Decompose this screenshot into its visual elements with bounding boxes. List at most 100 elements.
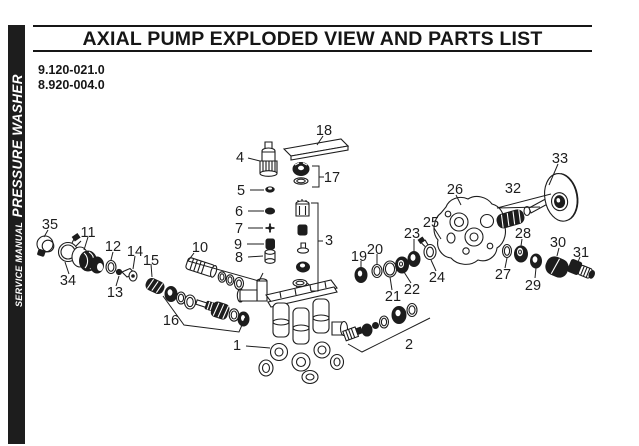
callout-9: 9 xyxy=(234,237,242,253)
part-27-oring xyxy=(503,245,512,258)
callout-6: 6 xyxy=(235,204,243,220)
model-numbers: 9.120-021.0 8.920-004.0 xyxy=(38,63,105,93)
part-30-cap xyxy=(543,254,570,279)
parts-layer xyxy=(37,139,597,384)
callout-14: 14 xyxy=(127,244,143,260)
leader-line-30 xyxy=(557,248,559,256)
callout-19: 19 xyxy=(351,249,367,265)
leader-line-28 xyxy=(521,239,522,246)
callout-10: 10 xyxy=(192,240,208,256)
callout-12: 12 xyxy=(105,239,121,255)
callout-29: 29 xyxy=(525,278,541,294)
side-tab: SERVICE MANUAL PRESSURE WASHER xyxy=(8,25,25,444)
part-15-spring xyxy=(144,277,165,295)
callout-8: 8 xyxy=(235,250,243,266)
leader-line-17 xyxy=(312,166,319,187)
callout-28: 28 xyxy=(515,226,531,242)
leader-line-21 xyxy=(390,277,392,290)
leader-line-12 xyxy=(111,252,113,260)
callout-7: 7 xyxy=(235,221,243,237)
callout-23: 23 xyxy=(404,226,420,242)
leader-line-16 xyxy=(163,296,245,332)
callout-21: 21 xyxy=(385,289,401,305)
part-1-manifold xyxy=(237,279,347,384)
callout-20: 20 xyxy=(367,242,383,258)
callout-30: 30 xyxy=(550,235,566,251)
leader-lines xyxy=(44,136,580,352)
leader-line-32 xyxy=(497,194,551,208)
leader-line-34 xyxy=(65,262,69,274)
part-21-oring xyxy=(384,261,397,277)
leader-line-31 xyxy=(578,257,580,262)
callout-2: 2 xyxy=(405,337,413,353)
part-3-valve-stack xyxy=(296,199,310,289)
leader-line-29 xyxy=(535,268,536,278)
leader-line-26 xyxy=(456,195,461,205)
callout-33: 33 xyxy=(552,151,568,167)
callout-25: 25 xyxy=(423,215,439,231)
part-31-outlet-fitting xyxy=(567,259,596,281)
callout-32: 32 xyxy=(505,181,521,197)
callout-22: 22 xyxy=(404,282,420,298)
leader-line-11 xyxy=(84,237,88,250)
part-12-oring xyxy=(106,261,116,274)
part-19-seal xyxy=(355,268,367,283)
leader-line-33 xyxy=(549,164,558,185)
part-24-circlip xyxy=(418,237,436,259)
part-29-seal-cup xyxy=(531,254,542,268)
header-rule-bottom xyxy=(33,50,592,52)
part-33-swash-disc xyxy=(541,171,582,224)
leader-line-1 xyxy=(246,346,270,348)
callout-26: 26 xyxy=(447,182,463,198)
part-7-pin xyxy=(266,224,275,233)
leader-line-15 xyxy=(151,264,152,277)
leader-line-25 xyxy=(434,228,441,239)
callout-27: 27 xyxy=(495,267,511,283)
part-8-sleeve xyxy=(265,250,275,264)
model-number-1: 9.120-021.0 xyxy=(38,63,105,77)
part-17-nut-washer xyxy=(293,163,309,185)
callout-1: 1 xyxy=(233,338,241,354)
leader-line-35 xyxy=(44,230,48,237)
callout-3: 3 xyxy=(325,233,333,249)
part-5-nut xyxy=(266,187,274,192)
part-23-seal xyxy=(408,252,420,267)
leader-line-3 xyxy=(311,203,318,291)
leader-line-27 xyxy=(505,258,507,268)
callout-24: 24 xyxy=(429,270,445,286)
callout-31: 31 xyxy=(573,245,589,261)
callout-35: 35 xyxy=(42,217,58,233)
part-11-coupling xyxy=(72,247,104,273)
leader-line-2 xyxy=(348,318,430,352)
callout-34: 34 xyxy=(60,273,76,289)
page-title: AXIAL PUMP EXPLODED VIEW AND PARTS LIST xyxy=(82,28,543,50)
leader-line-8 xyxy=(248,256,263,257)
part-2-unloader-kit xyxy=(343,304,417,341)
leader-line-18 xyxy=(317,136,323,145)
part-9-plug xyxy=(266,239,275,249)
part-35-cap xyxy=(37,236,54,256)
part-20-oring xyxy=(372,265,382,278)
leader-line-4 xyxy=(248,158,260,161)
part-22-bearing xyxy=(396,257,409,273)
part-16-pump-kit xyxy=(165,287,249,327)
leader-line-24 xyxy=(431,260,436,271)
callout-17: 17 xyxy=(324,170,340,186)
part-4-fitting xyxy=(260,142,277,176)
callout-13: 13 xyxy=(107,285,123,301)
leader-line-10 xyxy=(188,253,263,281)
callout-18: 18 xyxy=(316,123,332,139)
callout-11: 11 xyxy=(80,225,95,241)
header-rule-top xyxy=(33,25,592,27)
callout-5: 5 xyxy=(237,183,245,199)
callout-15: 15 xyxy=(143,253,159,269)
callout-4: 4 xyxy=(236,150,244,166)
leader-line-13 xyxy=(116,276,119,286)
part-28-seal-cup xyxy=(515,246,528,262)
leader-line-22 xyxy=(404,272,411,283)
part-14-thermal-valve xyxy=(122,269,137,282)
part-13-ball xyxy=(116,269,121,274)
